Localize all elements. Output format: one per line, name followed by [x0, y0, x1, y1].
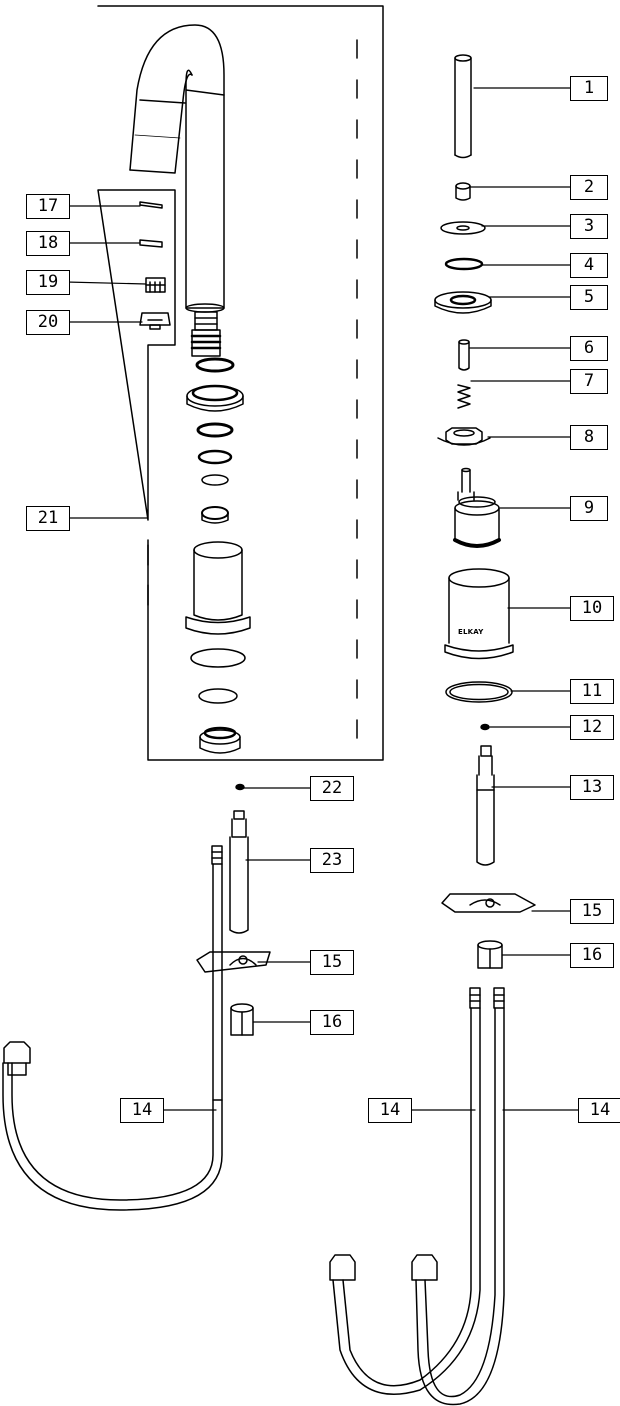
spout-assembly-boundary: [97, 5, 384, 761]
part-19-aerator: [145, 277, 166, 293]
callout-14-right-b: 14: [578, 1098, 620, 1123]
callout-4: 4: [570, 253, 608, 278]
part-14-hoses-right: [329, 987, 505, 1406]
callout-16-left: 16: [310, 1010, 354, 1035]
callout-2: 2: [570, 175, 608, 200]
part-20-cap: [139, 312, 171, 330]
part-16-nut-right: [477, 940, 503, 969]
part-22-ball: [235, 783, 245, 791]
part-3-washer: [440, 221, 486, 235]
part-14-hose-left: [2, 845, 223, 1211]
brand-mark: ELKAY: [458, 628, 484, 636]
part-5-nut: [434, 291, 492, 314]
callout-5: 5: [570, 285, 608, 310]
spout-rings: [186, 357, 244, 524]
callout-6: 6: [570, 336, 608, 361]
part-1-stem: [454, 54, 472, 159]
part-16-nut-left: [230, 1003, 254, 1036]
spout: [129, 24, 225, 357]
callout-10: 10: [570, 596, 614, 621]
part-2-bushing: [455, 182, 471, 201]
part-15-bracket-right: [441, 893, 536, 913]
callout-8: 8: [570, 425, 608, 450]
callout-14-left: 14: [120, 1098, 164, 1123]
callout-15-right: 15: [570, 899, 614, 924]
part-9-cartridge: [453, 467, 501, 548]
part-12-ball: [480, 723, 490, 731]
part-11-o-ring: [445, 681, 513, 703]
part-8-hex-nut: [437, 427, 491, 446]
callout-11: 11: [570, 679, 614, 704]
callout-19: 19: [26, 270, 70, 295]
callout-17: 17: [26, 194, 70, 219]
part-6-pin: [458, 339, 470, 371]
part-18-pin: [139, 239, 163, 248]
callout-20: 20: [26, 310, 70, 335]
part-23-shank: [229, 810, 249, 934]
callout-16-right: 16: [570, 943, 614, 968]
spout-base-body: [185, 541, 251, 754]
callout-23: 23: [310, 848, 354, 873]
callout-9: 9: [570, 496, 608, 521]
callout-7: 7: [570, 369, 608, 394]
part-7-spring: [457, 384, 471, 409]
part-13-shank: [476, 745, 495, 866]
callout-3: 3: [570, 214, 608, 239]
callout-13: 13: [570, 775, 614, 800]
leader-lines: [65, 87, 581, 1111]
callout-22: 22: [310, 776, 354, 801]
callout-14-right-a: 14: [368, 1098, 412, 1123]
callout-21: 21: [26, 506, 70, 531]
part-10-handle-base: [444, 568, 514, 660]
callout-12: 12: [570, 715, 614, 740]
part-15-bracket-left: [196, 951, 271, 973]
part-17-pin: [139, 201, 163, 209]
callout-15-left: 15: [310, 950, 354, 975]
part-4-o-ring: [444, 257, 484, 271]
callout-1: 1: [570, 76, 608, 101]
callout-18: 18: [26, 231, 70, 256]
